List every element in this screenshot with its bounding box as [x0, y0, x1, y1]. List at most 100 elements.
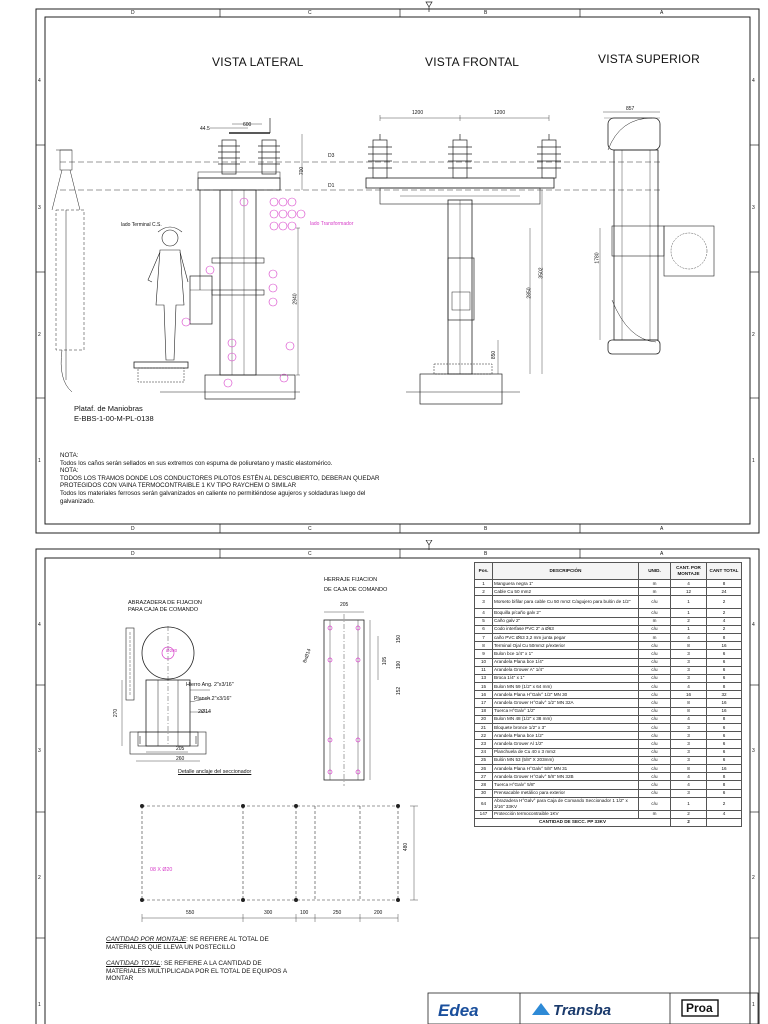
- side-view-callouts: [181, 197, 306, 388]
- zone-letter-b-2: B: [484, 551, 488, 557]
- bom-cell-cant-montaje: 3: [670, 657, 707, 667]
- bom-cell-pos: 10: [474, 657, 493, 667]
- bom-cell-descripcion: Bloquete bronce 1/2" x 3": [492, 722, 639, 733]
- bom-cell-descripcion: Planchuela de Cu 40 x 3 mm2: [492, 747, 639, 757]
- zone-letter-a-bottom: A: [660, 526, 664, 532]
- note-text-1: Todos los caños serán sellados en sus ex…: [60, 459, 333, 467]
- dim-700: 700: [299, 166, 306, 176]
- bom-header-row: Pos. DESCRIPCIÓN UNID. CANT. POR MONTAJE…: [474, 562, 742, 580]
- bom-cell-cant-montaje: 3: [670, 747, 707, 757]
- row-number-2: 2: [38, 332, 41, 338]
- inner-frame: [44, 16, 751, 525]
- bom-cell-unid: c/u: [638, 731, 671, 741]
- side-view: [51, 118, 303, 400]
- bom-cell-cant-total: 6: [706, 788, 742, 798]
- bom-cell-unid: c/u: [638, 665, 671, 675]
- bom-cell-cant-montaje: 4: [670, 714, 707, 725]
- bom-cell-pos: 5: [474, 616, 493, 626]
- dim-857: 857: [626, 106, 635, 112]
- herraje-dim-150: 150: [396, 634, 403, 644]
- bom-cell-cant-total: 6: [706, 657, 742, 667]
- bom-cell-cant-total: 2: [706, 624, 742, 634]
- bom-cell-cant-montaje: 3: [670, 722, 707, 733]
- bom-cell-cant-montaje: 8: [670, 698, 707, 708]
- bom-cell-pos: 6: [474, 624, 493, 634]
- bom-cell-descripcion: Terminal Ojal Cu 50mm2 p/exterior: [492, 641, 639, 651]
- bom-cell-cant-montaje: 1: [670, 608, 707, 618]
- clamp-label-hierro: Hierro Ang. 2"x3/16": [186, 682, 234, 688]
- definition-montaje-text: : SE REFIERE AL TOTAL DE: [186, 936, 269, 943]
- row-number-4: 4: [38, 78, 41, 84]
- bom-footer-label: CANTIDAD DE SECC. PP 33KV: [474, 817, 671, 828]
- row-number-3-2r: 3: [752, 748, 755, 754]
- definition-total-term: CANTIDAD TOTAL: [106, 960, 161, 967]
- bom-cell-pos: 13: [474, 673, 493, 684]
- bom-cell-unid: c/u: [638, 690, 671, 700]
- bom-cell-descripcion: Arandela Plana H°Galv° 5/8" MN 31: [492, 763, 639, 774]
- row-number-3-2: 3: [38, 748, 41, 754]
- bom-cell-cant-montaje: 2: [670, 616, 707, 626]
- zone-letter-b: B: [484, 10, 488, 16]
- definition-total-text: : SE REFIERE A LA CANTIDAD DE: [160, 960, 262, 967]
- bom-cell-cant-montaje: 16: [670, 690, 707, 700]
- bom-cell-cant-montaje: 1: [670, 624, 707, 634]
- label-lado-terminal: lado Terminal C.S.: [121, 222, 162, 228]
- bom-cell-cant-total: 8: [706, 632, 742, 643]
- zone-ticks: [36, 9, 759, 533]
- note-text-2b: PROTEGIDOS CON VAINA TERMOCONTRAIBLE 1 K…: [60, 482, 297, 490]
- dim-1200-right: 1200: [494, 110, 506, 116]
- anchor-detail-caption: Detalle anclaje del seccionador: [178, 769, 252, 775]
- bom-cell-pos: 64: [474, 796, 493, 811]
- row-number-1: 1: [38, 458, 41, 464]
- bom-cell-cant-montaje: 1: [670, 796, 707, 811]
- bom-cell-pos: 4: [474, 608, 493, 618]
- bom-cell-cant-montaje: 4: [670, 780, 707, 790]
- platform-label: Plataf. de Maniobras: [74, 404, 143, 413]
- bom-cell-cant-total: 6: [706, 755, 742, 765]
- bom-cell-pos: 1: [474, 578, 493, 589]
- bom-cell-unid: m: [638, 809, 671, 819]
- bom-cell-cant-total: 4: [706, 809, 742, 819]
- row-number-4-right: 4: [752, 78, 755, 84]
- zone-letter-d-bottom: D: [131, 526, 135, 532]
- bom-cell-descripcion: Abrazadera H°Galv° para Caja de Comando …: [492, 796, 639, 811]
- bom-cell-cant-montaje: 4: [670, 632, 707, 643]
- label-lado-transformador: lado Transformador: [310, 221, 354, 227]
- platform-code: E-BBS-1-00-M-PL-0138: [74, 414, 154, 423]
- zone-letter-a-2: A: [660, 551, 664, 557]
- bom-cell-descripcion: Tuerca H°Galv° 5/8": [492, 780, 639, 790]
- definition-total-text2: MATERIALES MULTIPLICADA POR EL TOTAL DE …: [106, 967, 288, 975]
- bom-cell-descripcion: Arandela Grower H°Galv° 1/2" MN 32A: [492, 698, 639, 708]
- bom-cell-unid: m: [638, 632, 671, 643]
- herraje-detail: [323, 611, 379, 786]
- title-block: [427, 992, 759, 1024]
- front-view: [365, 115, 561, 405]
- clamp-diameter: Ø280: [166, 648, 178, 653]
- bom-cell-cant-montaje: 1: [670, 595, 707, 610]
- anchor-dim-260: 260: [176, 756, 185, 762]
- dim-850: 850: [491, 350, 498, 360]
- herraje-title-line1: HERRAJE FIJACION: [324, 577, 378, 583]
- bom-cell-descripcion: Prensacable metálico para exterior: [492, 788, 639, 798]
- bom-cell-unid: c/u: [638, 788, 671, 798]
- herraje-dim-105: 105: [382, 656, 389, 666]
- bom-cell-cant-montaje: 4: [670, 772, 707, 782]
- bom-cell-pos: 8: [474, 641, 493, 651]
- bom-cell-unid: c/u: [638, 649, 671, 659]
- zone-letter-c-2: C: [308, 551, 312, 557]
- bom-cell-cant-total: 6: [706, 649, 742, 659]
- ref-line-d1: D1: [328, 183, 335, 189]
- note-text-3a: Todos los materiales ferrosos serán galv…: [60, 489, 366, 497]
- bom-cell-pos: 15: [474, 682, 493, 692]
- bom-cell-descripcion: Bulon MN 59 (1/2" x 64 mm): [492, 682, 639, 692]
- bom-cell-pos: 21: [474, 722, 493, 733]
- bom-cell-cant-montaje: 8: [670, 763, 707, 774]
